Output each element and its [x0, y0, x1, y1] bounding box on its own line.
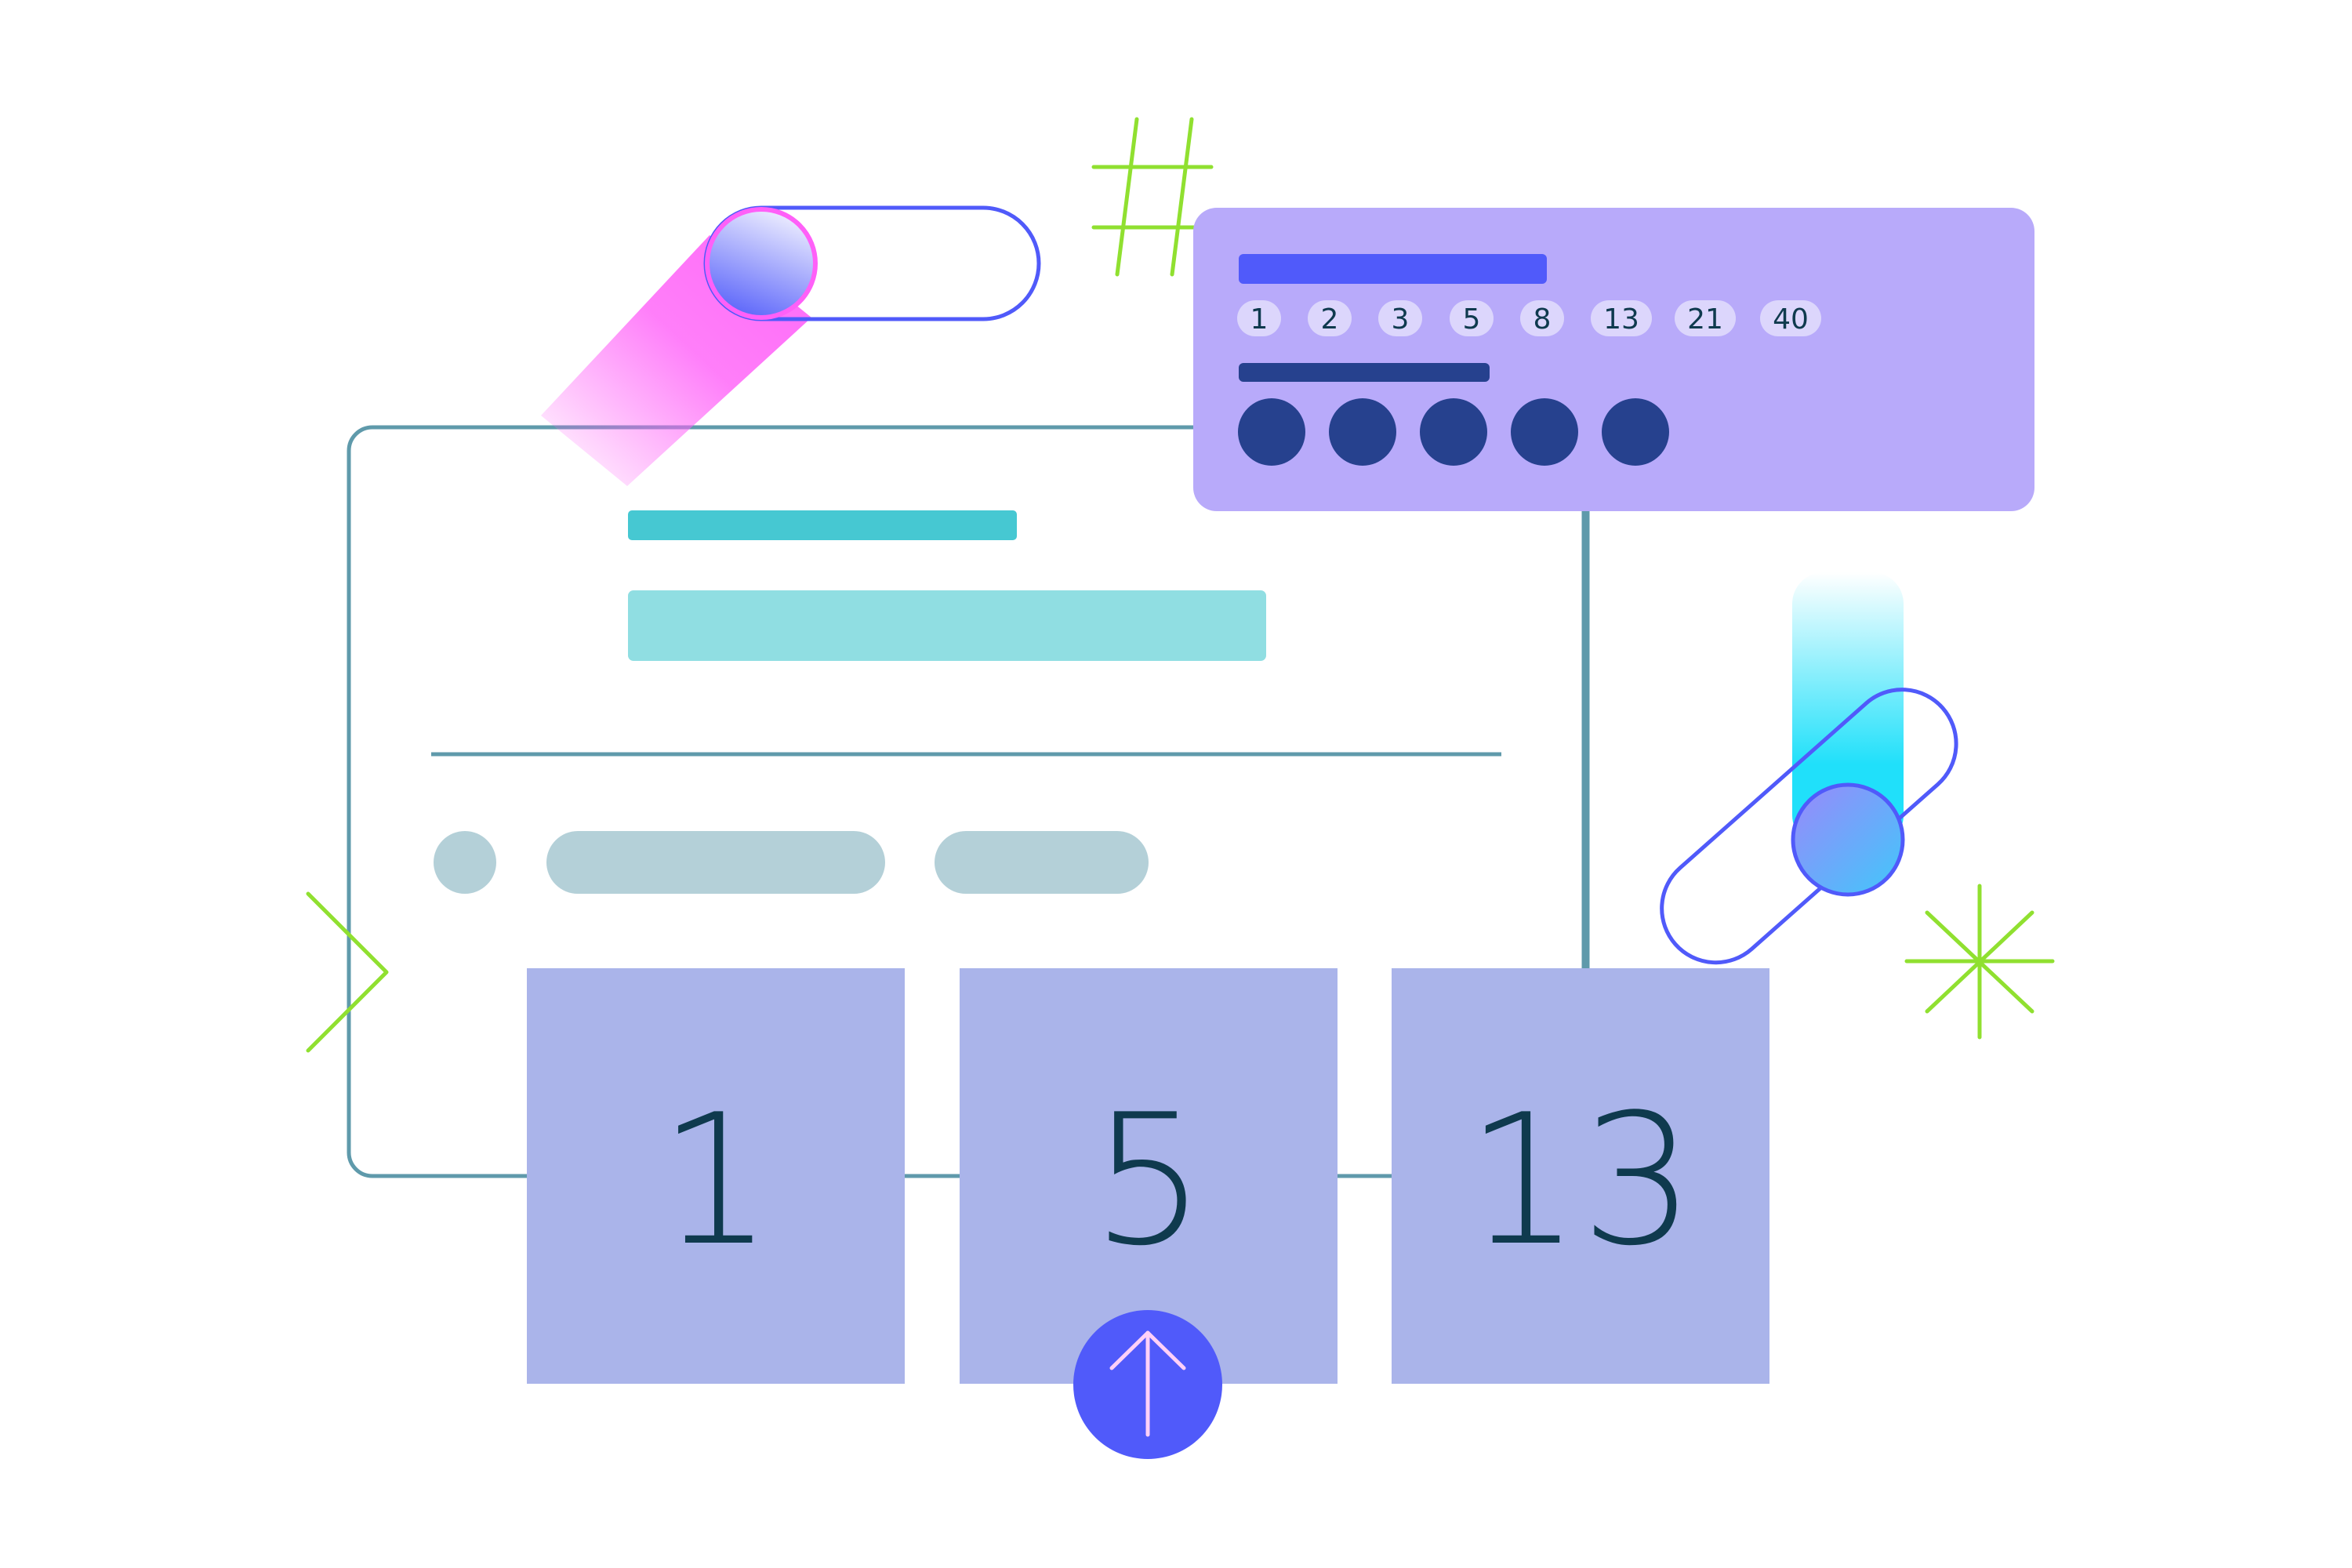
voter-dot	[1238, 398, 1305, 466]
vote-card[interactable]: 1	[527, 968, 905, 1384]
number-panel: 1 2 3 5 8 13 21 40	[1193, 208, 2034, 511]
estimate-chip[interactable]: 2	[1308, 300, 1352, 336]
meta-pill-2	[935, 831, 1149, 894]
toggle-knob[interactable]	[705, 207, 818, 320]
estimate-chip-label: 3	[1392, 303, 1410, 336]
hash-icon	[1091, 117, 1214, 277]
panel-subtitle-bar	[1239, 363, 1490, 382]
toggle-motion-trail	[1792, 572, 1904, 847]
voter-dot	[1602, 398, 1669, 466]
avatar-placeholder	[434, 831, 496, 894]
text-block-bar	[628, 590, 1266, 661]
estimate-chip-label: 8	[1534, 303, 1552, 336]
estimate-chip[interactable]: 21	[1675, 300, 1736, 336]
voter-dots	[1238, 398, 1669, 466]
heading-bar	[628, 510, 1017, 540]
estimate-chip-label: 2	[1321, 303, 1339, 336]
sparkle-icon	[1904, 884, 2055, 1040]
estimate-chip[interactable]: 5	[1450, 300, 1494, 336]
estimate-chip[interactable]: 8	[1520, 300, 1564, 336]
estimate-chip[interactable]: 13	[1591, 300, 1652, 336]
estimate-chip-label: 21	[1687, 303, 1723, 336]
estimate-chip-label: 40	[1773, 303, 1809, 336]
chevron-right-icon	[306, 891, 389, 1053]
card-value: 5	[1091, 1076, 1206, 1286]
arrow-up-icon	[1109, 1330, 1186, 1437]
toggle-top-left[interactable]	[541, 205, 1041, 486]
card-value: 1	[659, 1076, 773, 1286]
voter-dot	[1511, 398, 1578, 466]
estimate-chip[interactable]: 1	[1237, 300, 1281, 336]
estimate-chip[interactable]: 3	[1378, 300, 1422, 336]
estimate-chip-list: 1 2 3 5 8 13 21 40	[1237, 300, 1821, 336]
voter-dot	[1329, 398, 1396, 466]
submit-vote-button[interactable]	[1073, 1310, 1222, 1459]
vote-card[interactable]: 13	[1392, 968, 1769, 1384]
estimate-chip-label: 5	[1463, 303, 1481, 336]
estimate-chip-label: 1	[1250, 303, 1269, 336]
card-value: 13	[1466, 1076, 1696, 1286]
voter-dot	[1420, 398, 1487, 466]
meta-pill-1	[546, 831, 885, 894]
estimate-chip-label: 13	[1603, 303, 1639, 336]
toggle-right[interactable]	[1639, 572, 1978, 985]
panel-title-bar	[1239, 254, 1547, 284]
panel-background	[1193, 208, 2034, 511]
estimate-chip[interactable]: 40	[1760, 300, 1821, 336]
toggle-knob[interactable]	[1791, 782, 1905, 897]
